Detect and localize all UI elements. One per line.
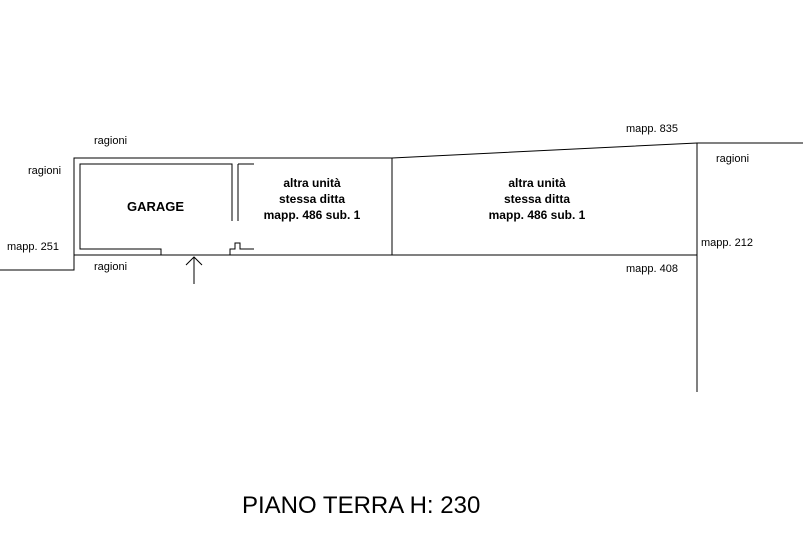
garage-door-jamb [229,242,254,255]
label-ragioni-right: ragioni [716,153,750,165]
label-mapp-835: mapp. 835 [626,123,678,135]
garage-inner-wall [79,163,233,255]
room-unit-left-line-2: stessa ditta [278,192,346,206]
room-unit-right-line-1: altra unità [508,176,566,190]
room-unit-right: altra unità stessa ditta mapp. 486 sub. … [477,175,597,223]
room-unit-right-line-3: mapp. 486 sub. 1 [488,208,586,222]
label-mapp-408: mapp. 408 [626,263,678,275]
room-unit-left-line-1: altra unità [283,176,341,190]
label-ragioni-left: ragioni [28,165,62,177]
label-mapp-212: mapp. 212 [701,237,753,249]
room-garage-label: GARAGE [127,199,185,214]
room-unit-right-line-2: stessa ditta [503,192,571,206]
room-unit-left: altra unità stessa ditta mapp. 486 sub. … [252,175,372,223]
label-ragioni-top: ragioni [94,135,128,147]
label-mapp-251: mapp. 251 [7,241,59,253]
plan-title: PIANO TERRA H: 230 [242,492,481,519]
outer-wall [0,142,803,271]
label-ragioni-bottom: ragioni [94,261,128,273]
room-unit-left-line-3: mapp. 486 sub. 1 [263,208,361,222]
entrance-arrow-head [185,256,203,266]
